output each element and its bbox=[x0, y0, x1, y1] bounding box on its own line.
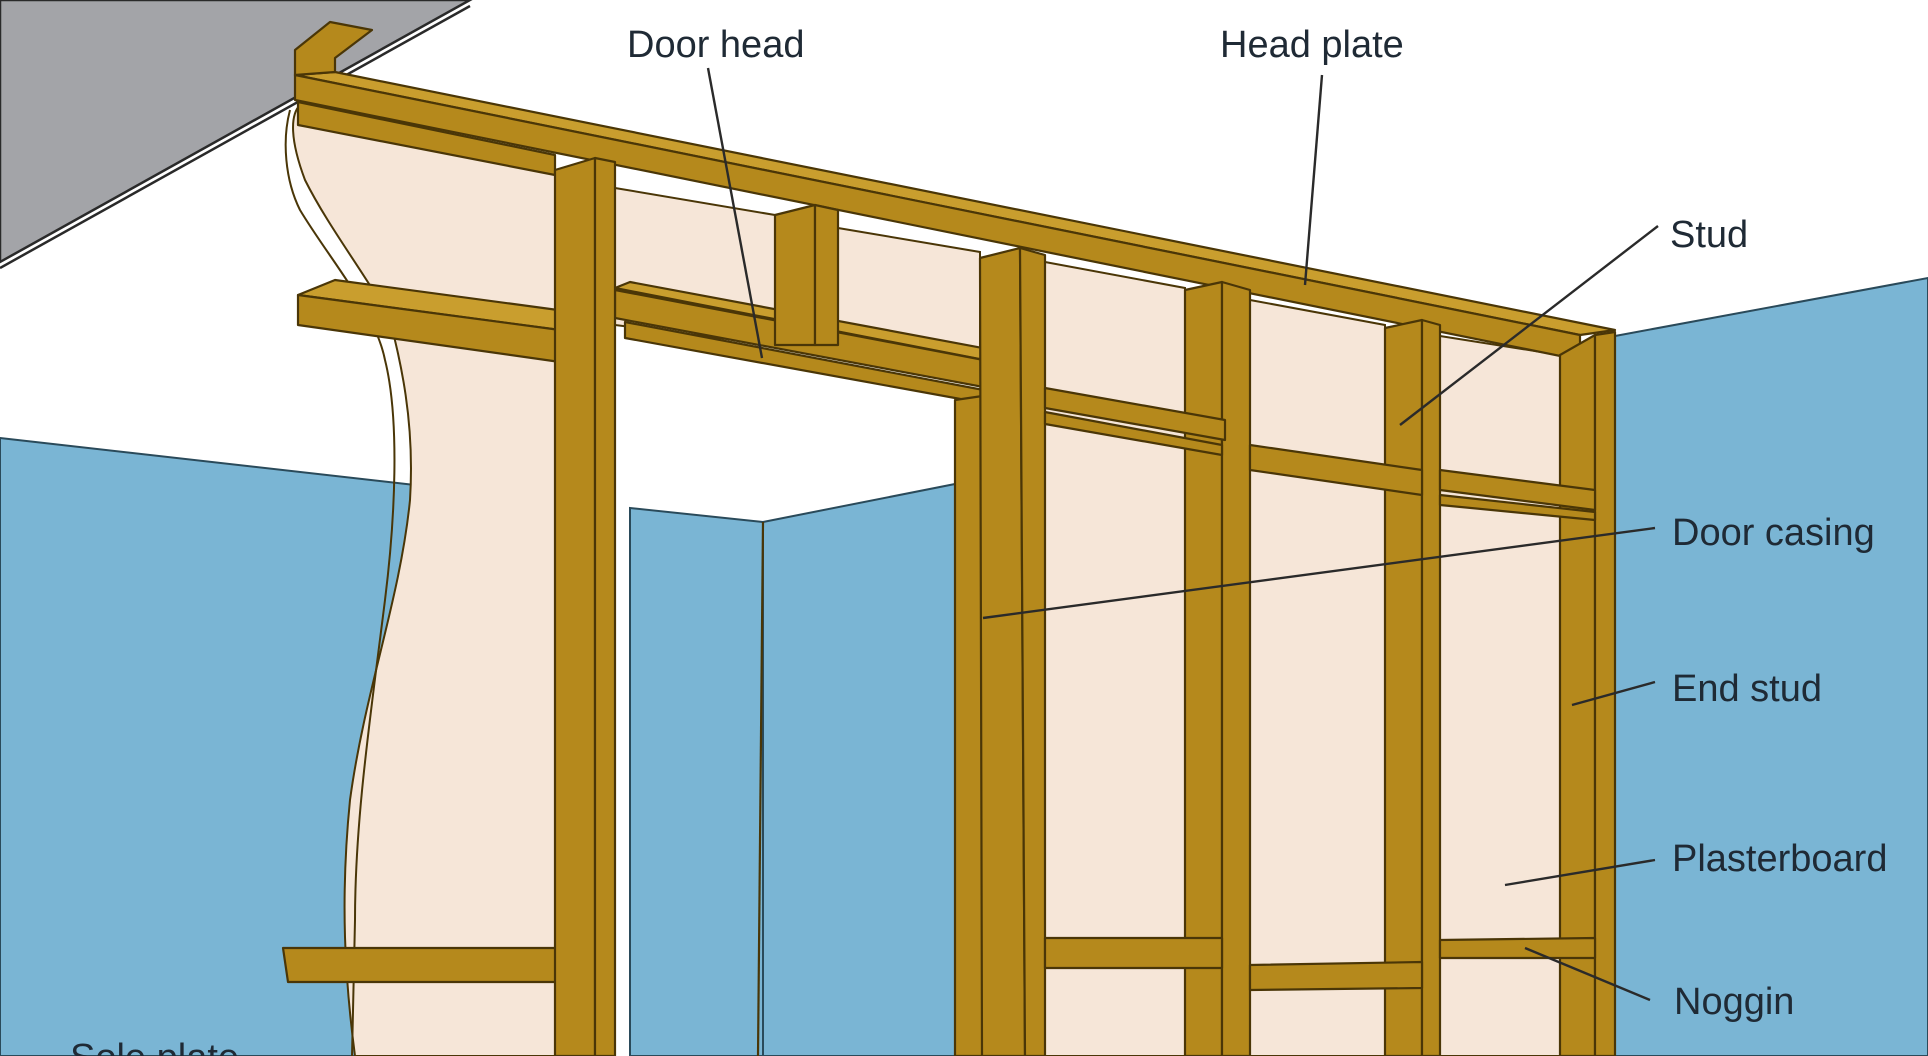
leader-stud bbox=[1399, 225, 1659, 426]
stud-3 bbox=[978, 246, 1027, 1056]
noggin-lower-2 bbox=[1248, 960, 1424, 992]
stud-5-side bbox=[1420, 318, 1442, 1056]
stud-2 bbox=[773, 203, 817, 347]
stud-4 bbox=[1183, 280, 1224, 1056]
noggin-mid-4 bbox=[1438, 493, 1597, 522]
noggin-mid-3 bbox=[1438, 468, 1597, 512]
back-wall-left bbox=[0, 436, 427, 1056]
noggin-lower-3 bbox=[1438, 936, 1597, 960]
side-wall-right bbox=[1614, 276, 1928, 1056]
stud-5 bbox=[1383, 318, 1424, 1056]
end-stud-side bbox=[1593, 330, 1617, 1056]
stud-3-side bbox=[1018, 246, 1047, 1056]
leader-door-head bbox=[706, 67, 764, 359]
label-plasterboard: Plasterboard bbox=[1672, 838, 1887, 880]
stud-4-side bbox=[1220, 280, 1252, 1056]
doorway-wall-corner bbox=[756, 521, 765, 1056]
leader-end-stud bbox=[1571, 680, 1656, 707]
noggin-mid-2 bbox=[1248, 443, 1424, 497]
ceiling-edge bbox=[0, 4, 471, 270]
leader-noggin bbox=[1524, 946, 1651, 1002]
leader-head-plate bbox=[1303, 74, 1324, 286]
stud-2-side bbox=[813, 203, 840, 347]
label-stud: Stud bbox=[1670, 214, 1748, 256]
label-door-head: Door head bbox=[627, 24, 804, 66]
noggin-mid-1b bbox=[1043, 410, 1224, 457]
label-head-plate: Head plate bbox=[1220, 24, 1404, 66]
doorway-back-wall-left bbox=[629, 506, 764, 1056]
leader-plasterboard bbox=[1504, 858, 1656, 887]
label-door-casing: Door casing bbox=[1672, 512, 1875, 554]
ceiling bbox=[0, 0, 473, 264]
plasterboard-panel-4 bbox=[1249, 298, 1386, 1056]
lower-noggin-left bbox=[281, 946, 592, 984]
head-plate-end bbox=[293, 20, 374, 77]
label-noggin: Noggin bbox=[1674, 981, 1794, 1023]
noggin-lower-1 bbox=[1043, 936, 1224, 970]
label-sole-plate-partial: Sole plate bbox=[70, 1037, 239, 1056]
stud-1-side bbox=[593, 156, 617, 1056]
leader-door-casing bbox=[982, 526, 1656, 620]
doorway-back-wall-right bbox=[762, 482, 956, 1056]
noggin-mid-1 bbox=[1043, 386, 1227, 442]
stud-1 bbox=[553, 156, 597, 1056]
label-end-stud: End stud bbox=[1672, 668, 1822, 710]
plasterboard-edge-outline bbox=[284, 109, 396, 1056]
